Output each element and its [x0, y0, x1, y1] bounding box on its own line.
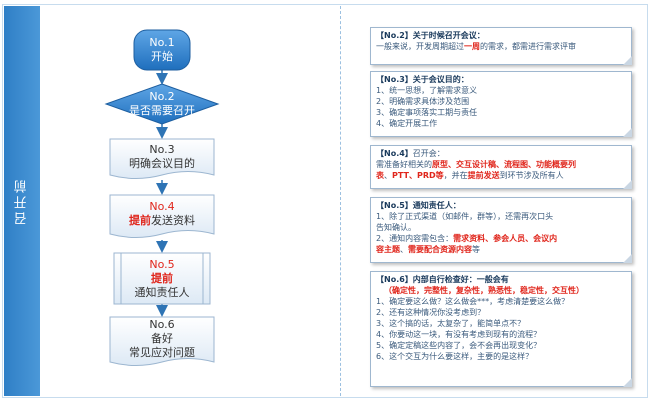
node-notify-highlight: 提前 — [151, 271, 173, 285]
node-purpose-no: No.3 — [149, 143, 175, 156]
node-notify-text: 通知责任人 — [134, 285, 190, 299]
node-prepare-no: No.6 — [149, 318, 175, 331]
node-start-shape — [133, 29, 191, 71]
note-no5-fold — [623, 254, 632, 263]
node-prepare-text2: 常见应对问题 — [129, 346, 195, 359]
note-no4: 【No.4】召开会： 需准备好相关的原型、交互设计稿、流程图、功能概要列 表、P… — [370, 145, 632, 189]
note-no6-item: 1、确定要这么做？这么做会***，考虑清楚要这么做？ — [376, 297, 570, 306]
note-no6: 【No.6】内部自行检查好：一般会有 （确定性，完整性，复杂性，熟悉性，稳定性，… — [370, 271, 632, 387]
column-divider — [340, 6, 342, 396]
note-no5-line2: 告知确认。 — [376, 223, 416, 232]
node-purpose: No.3 明确会议目的 — [110, 139, 214, 175]
note-no6-item: 6、这个交互为什么要这样，主要的是这样？ — [376, 352, 534, 361]
note-no6-title: 【No.6】内部自行检查好：一般会有 — [376, 275, 509, 284]
note-no3-item: 2、明确需求具体涉及范围 — [376, 97, 470, 106]
note-no3-title: 【No.3】关于会议目的： — [376, 75, 469, 84]
node-send-docs: No.4 提前发送资料 — [110, 195, 214, 233]
node-decision: No.2 是否需要召开 — [106, 84, 218, 124]
node-start: No.1 开始 — [134, 30, 190, 70]
note-no5-title: 【No.5】通知责任人： — [376, 201, 461, 210]
node-decision-text: 是否需要召开 — [129, 104, 195, 117]
note-no3-item: 3、确定事项落实工期与责任 — [376, 108, 478, 117]
node-send-docs-shape — [109, 194, 215, 238]
node-notify-no: No.5 — [149, 257, 175, 271]
node-start-no: No.1 — [149, 36, 175, 49]
note-no6-fold — [623, 378, 632, 387]
note-no3-item: 1、统一思想，了解需求意义 — [376, 86, 478, 95]
note-no4-fold — [623, 180, 632, 189]
note-no5: 【No.5】通知责任人： 1、除了正式渠道（如邮件，群等），还需再次口头 告知确… — [370, 197, 632, 263]
node-start-text: 开始 — [151, 50, 173, 63]
note-no4-line2: 表、PTT、PRD等，并在提前发送到环节涉及所有人 — [376, 171, 564, 180]
note-no2-title: 【No.2】关于时候召开会议： — [376, 31, 485, 40]
note-no3-fold — [623, 128, 632, 137]
node-prepare-shape — [109, 316, 215, 366]
note-no6-item: 3、这个搞的话，太复杂了，能简单点不？ — [376, 319, 526, 328]
node-prepare: No.6 备好 常见应对问题 — [110, 317, 214, 361]
note-no6-item: 5、确定定稿这些内容了，会不会再出现变化？ — [376, 341, 542, 350]
node-send-docs-text: 发送资料 — [151, 214, 195, 227]
note-no3: 【No.3】关于会议目的： 1、统一思想，了解需求意义 2、明确需求具体涉及范围… — [370, 71, 632, 137]
note-no2: 【No.2】关于时候召开会议： 一般来说，开发周期超过一周的需求，都需进行需求评… — [370, 27, 632, 65]
note-no2-line: 一般来说，开发周期超过一周的需求，都需进行需求评审 — [376, 42, 576, 51]
note-no6-emphasis: （确定性，完整性，复杂性，熟悉性，稳定性，交互性） — [384, 286, 584, 295]
node-send-docs-highlight: 提前 — [129, 214, 151, 227]
note-no5-line3: 2、通知内容需包含：需求资料、参会人员、会议内 — [376, 234, 558, 243]
node-decision-shape — [104, 83, 220, 125]
node-notify: No.5 提前 通知责任人 — [114, 253, 210, 304]
note-no5-line1: 1、除了正式渠道（如邮件，群等），还需再次口头 — [376, 212, 554, 221]
note-no3-item: 4、确定开展工作 — [376, 119, 438, 128]
phase-sidebar — [4, 6, 40, 396]
node-notify-shape — [113, 252, 211, 305]
note-no4-line1: 需准备好相关的原型、交互设计稿、流程图、功能概要列 — [376, 160, 576, 169]
note-no4-title: 【No.4】召开会： — [376, 149, 445, 158]
node-prepare-text1: 备好 — [151, 332, 173, 345]
note-no6-item: 4、你要动这一块，有没有考虑到现有的流程？ — [376, 330, 542, 339]
node-decision-no: No.2 — [149, 90, 175, 103]
note-no6-item: 2、还有这种情况你没考虑到？ — [376, 308, 486, 317]
note-no2-fold — [623, 56, 632, 65]
note-no5-line4: 容主题、需要配合资源内容等 — [376, 245, 480, 254]
node-purpose-shape — [109, 138, 215, 179]
node-send-docs-no: No.4 — [149, 200, 175, 213]
node-purpose-text: 明确会议目的 — [129, 157, 195, 170]
